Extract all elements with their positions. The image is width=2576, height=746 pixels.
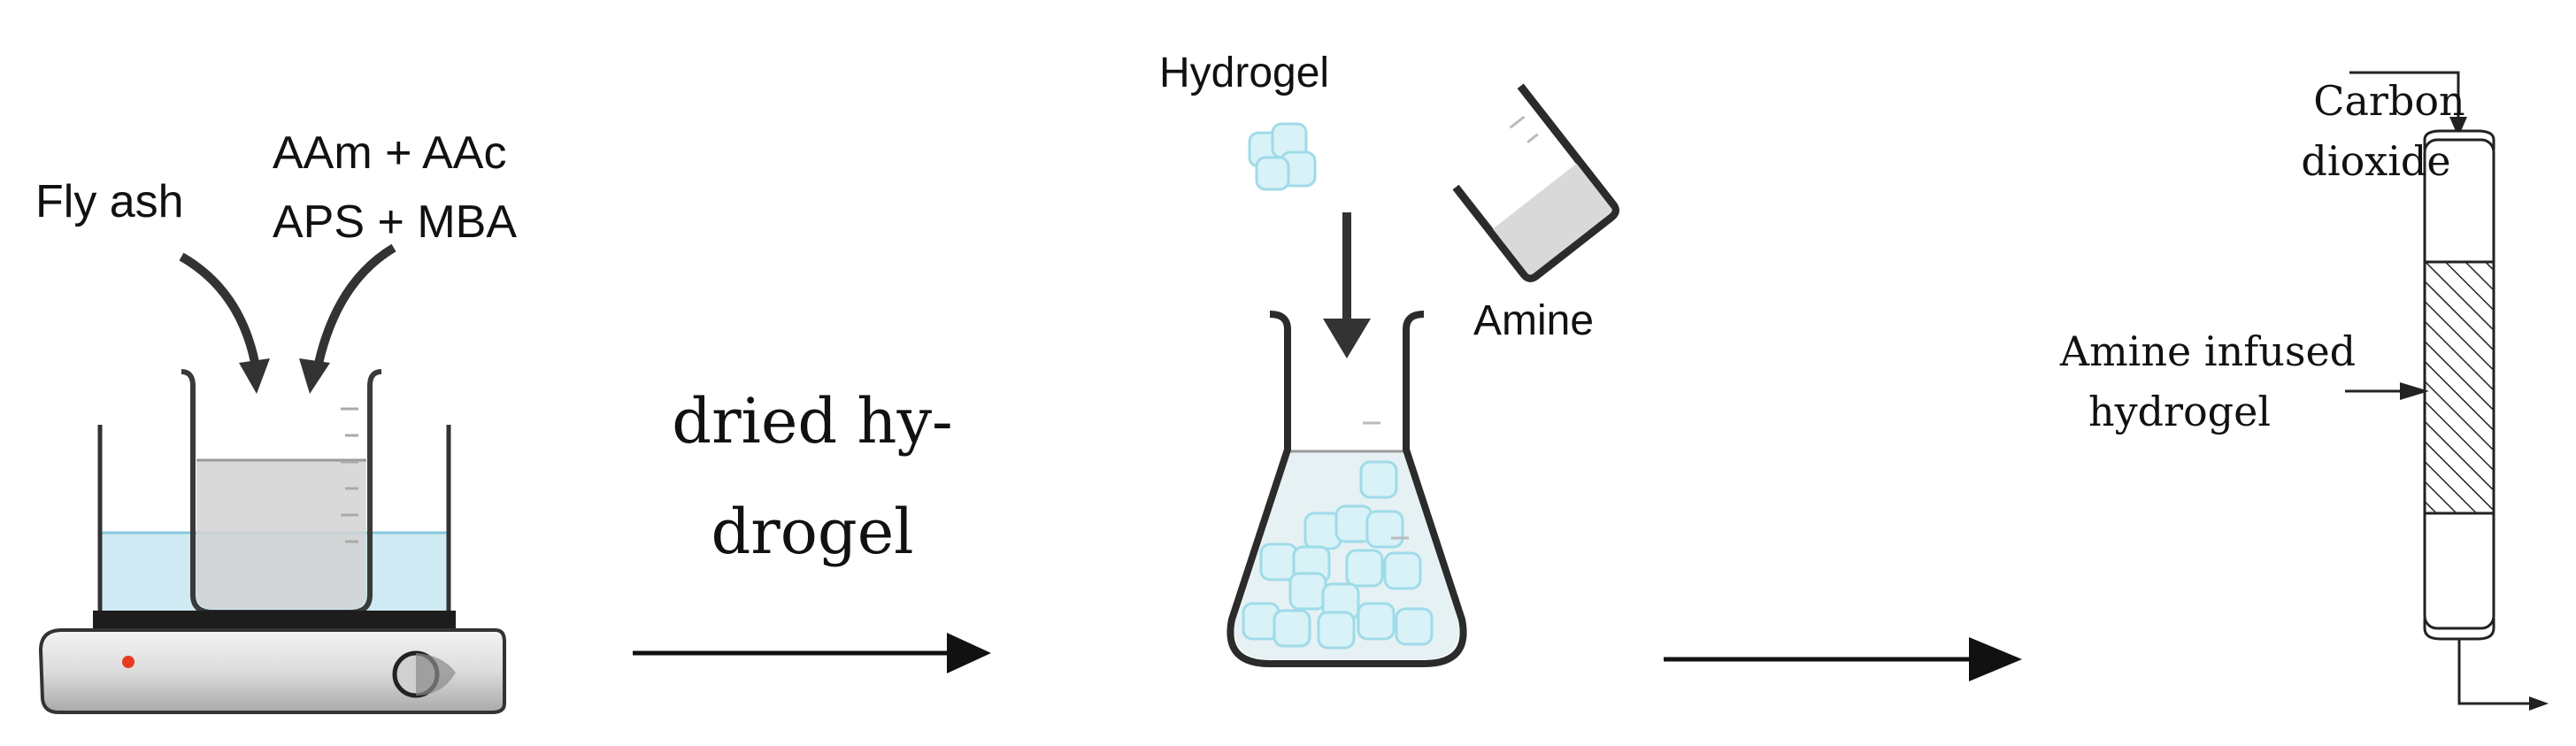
amine-infusion-setup: Hydrogel Amine bbox=[1159, 50, 1619, 667]
packing-step-arrow bbox=[1664, 637, 2022, 681]
beaker-solution bbox=[196, 460, 366, 609]
power-indicator-light bbox=[122, 656, 135, 668]
co2-inlet-line bbox=[2349, 71, 2460, 124]
arrow2-head bbox=[1969, 637, 2022, 681]
beaker-graduations bbox=[341, 407, 358, 543]
arrow-caption-line1: dried hy- bbox=[672, 385, 952, 458]
hydrogel-cubes-in-flask bbox=[1242, 460, 1434, 650]
hot-plate-top bbox=[93, 611, 456, 628]
hot-plate-setup: Fly ash AAm + AAc APS + MBA bbox=[35, 127, 517, 714]
fly-ash-label: Fly ash bbox=[35, 176, 184, 227]
packing-label-line2: hydrogel bbox=[2088, 388, 2271, 435]
adsorption-column: Carbon dioxide Amine infused hydrogel bbox=[2059, 71, 2549, 711]
hydrogel-packing bbox=[2423, 260, 2495, 515]
hot-plate-body bbox=[38, 628, 506, 714]
amine-beaker bbox=[1452, 83, 1619, 282]
amine-label: Amine bbox=[1473, 297, 1594, 344]
packing-label-line1: Amine infused bbox=[2059, 327, 2356, 375]
hydrogel-label: Hydrogel bbox=[1159, 50, 1329, 96]
arrow-caption-line2: drogel bbox=[711, 496, 913, 568]
fly-ash-addition-arrow bbox=[179, 252, 261, 373]
gas-outlet-line bbox=[2457, 639, 2531, 705]
conical-flask bbox=[1226, 311, 1467, 667]
co2-label-line1: Carbon bbox=[2313, 77, 2465, 125]
hydrogel-cubes-small bbox=[1248, 122, 1317, 191]
reagents-label-line2: APS + MBA bbox=[273, 196, 517, 248]
co2-label-line2: dioxide bbox=[2301, 137, 2450, 185]
reagent-addition-arrow bbox=[312, 243, 396, 373]
reagents-label-line1: AAm + AAc bbox=[273, 127, 506, 179]
arrow-head bbox=[947, 633, 991, 673]
drying-step-arrow: dried hy- drogel bbox=[633, 385, 991, 673]
